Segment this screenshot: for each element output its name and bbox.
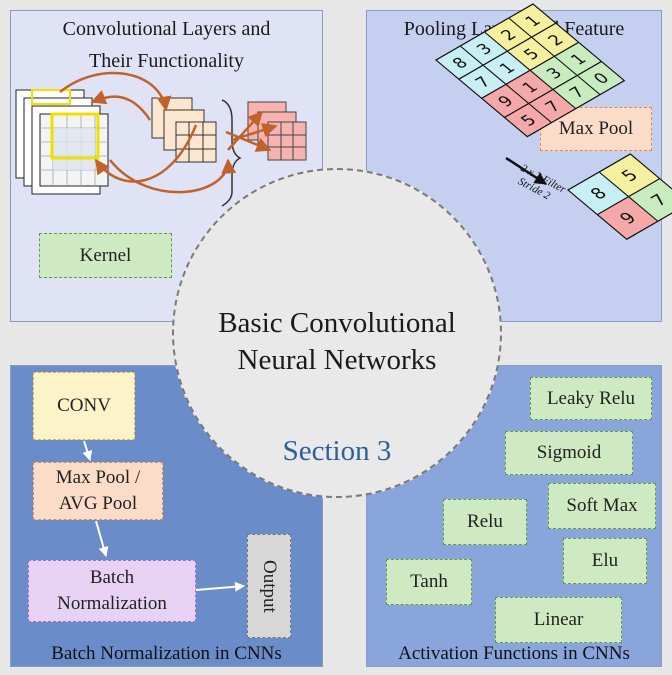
fn-leaky-relu: Leaky Relu	[530, 377, 652, 420]
conv-title-line2: Their Functionality	[89, 50, 244, 72]
center-circle: Basic Convolutional Neural Networks Sect…	[172, 168, 502, 498]
fn-sigmoid: Sigmoid	[505, 431, 633, 475]
max-pool-label: Max Pool	[558, 118, 634, 139]
activation-footer: Activation Functions in CNNs	[398, 643, 630, 664]
fn-elu: Elu	[563, 538, 647, 584]
fn-linear: Linear	[495, 597, 622, 643]
fn-relu: Relu	[443, 499, 527, 545]
fn-tanh: Tanh	[386, 559, 472, 605]
fn-relu-label: Relu	[467, 511, 503, 532]
kernel-label: Kernel	[79, 244, 132, 266]
output-label: Output	[259, 559, 280, 613]
pool-box: Max Pool / AVG Pool	[33, 462, 163, 520]
batch-flow-arrows	[82, 440, 245, 592]
conv-title-line1: Convolutional Layers and	[62, 18, 271, 40]
pool-line2: AVG Pool	[58, 493, 138, 514]
pool-line1: Max Pool /	[55, 467, 141, 488]
batch-norm-box: Batch Normalization	[28, 560, 196, 622]
pool-output-grid: 8 5 9 7	[566, 153, 672, 240]
fn-soft-max: Soft Max	[548, 483, 656, 529]
bn-line1: Batch	[89, 567, 135, 588]
conv-box: CONV	[33, 372, 135, 440]
conv-arrows	[59, 71, 278, 194]
fn-soft-max-label: Soft Max	[566, 495, 638, 516]
batch-norm-footer: Batch Normalization in CNNs	[51, 643, 282, 664]
conv-label: CONV	[57, 395, 111, 416]
center-title-line2: Neural Networks	[237, 344, 437, 376]
fn-tanh-label: Tanh	[410, 571, 448, 592]
fn-elu-label: Elu	[591, 550, 619, 571]
center-title: Basic Convolutional Neural Networks	[174, 305, 500, 379]
bn-line2: Normalization	[57, 593, 167, 614]
output-box: Output	[247, 534, 291, 638]
center-title-line1: Basic Convolutional	[218, 307, 456, 339]
fn-linear-label: Linear	[533, 609, 584, 630]
fn-sigmoid-label: Sigmoid	[536, 442, 602, 463]
conv-input-stack	[15, 89, 109, 195]
kernel-box: Kernel	[39, 233, 172, 278]
fn-leaky-relu-label: Leaky Relu	[546, 387, 636, 409]
section-label: Section 3	[282, 435, 392, 467]
pool-input-grid: 8 3 2 1 7 1 5 2 9 1 3 1 5 7 7 0	[434, 3, 626, 138]
conv-feature-stack	[151, 97, 217, 163]
pool-arrow	[505, 156, 548, 186]
